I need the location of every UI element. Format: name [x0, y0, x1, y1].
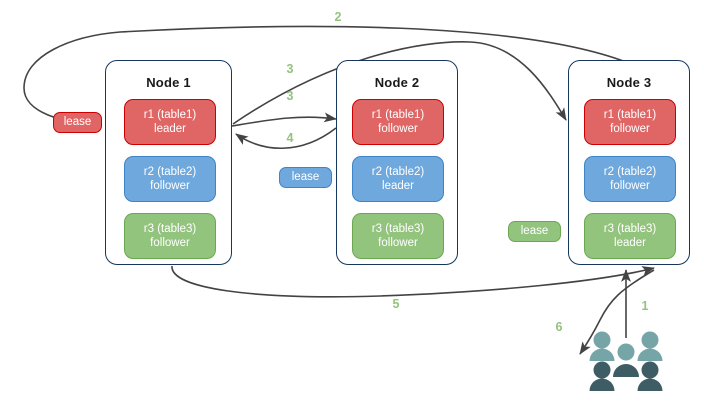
- node-3-replica-r2-name: r2 (table2): [603, 166, 657, 178]
- lease-chip-r3-label: lease: [520, 225, 549, 237]
- edge-step-3-upper: [231, 112, 337, 127]
- step-label-1: 1: [641, 299, 649, 313]
- node-2-replica-r2-name: r2 (table2): [371, 166, 425, 178]
- step-label-6: 6: [555, 320, 563, 334]
- node-3-title: Node 3: [606, 75, 652, 90]
- lease-chip-r3[interactable]: lease: [508, 221, 561, 242]
- node-box-3[interactable]: Node 3 r1 (table1) follower r2 (table2) …: [568, 60, 690, 265]
- node-1-replica-r2[interactable]: r2 (table2) follower: [124, 156, 216, 202]
- node-1-replica-r1-name: r1 (table1): [143, 109, 197, 121]
- node-3-replica-r3[interactable]: r3 (table3) leader: [584, 213, 676, 259]
- node-1-replica-r3-role: follower: [150, 237, 190, 249]
- node-2-replica-r3-name: r3 (table3): [371, 223, 425, 235]
- node-1-title: Node 1: [146, 75, 191, 90]
- node-2-replica-r1-role: follower: [378, 123, 418, 135]
- step-label-4: 4: [286, 131, 294, 145]
- step-label-2: 2: [334, 10, 342, 24]
- lease-chip-r1-label: lease: [63, 116, 92, 128]
- node-2-replica-r1[interactable]: r1 (table1) follower: [352, 99, 444, 145]
- lease-chip-r1[interactable]: lease: [53, 112, 102, 133]
- node-1-replica-r2-role: follower: [150, 180, 190, 192]
- node-1-replica-r1-role: leader: [154, 123, 186, 135]
- node-3-replica-r1-name: r1 (table1): [603, 109, 657, 121]
- node-3-replica-r2[interactable]: r2 (table2) follower: [584, 156, 676, 202]
- lease-chip-r2[interactable]: lease: [279, 167, 332, 188]
- node-3-replica-r1-role: follower: [610, 123, 650, 135]
- node-2-title: Node 2: [374, 75, 420, 90]
- node-1-replica-r3-name: r3 (table3): [143, 223, 197, 235]
- step-label-5: 5: [392, 297, 400, 311]
- step-label-3b: 3: [286, 89, 294, 103]
- node-2-replica-r3-role: follower: [378, 237, 418, 249]
- step-label-3a: 3: [286, 62, 294, 76]
- edge-step-5: [171, 265, 655, 298]
- node-2-replica-r2-role: leader: [382, 180, 414, 192]
- node-2-replica-r1-name: r1 (table1): [371, 109, 425, 121]
- node-2-replica-r3[interactable]: r3 (table3) follower: [352, 213, 444, 259]
- lease-chip-r2-label: lease: [291, 171, 320, 183]
- node-3-replica-r3-name: r3 (table3): [603, 223, 657, 235]
- node-3-replica-r2-role: follower: [610, 180, 650, 192]
- users-icon: [589, 331, 663, 391]
- node-1-replica-r3[interactable]: r3 (table3) follower: [124, 213, 216, 259]
- node-3-replica-r3-role: leader: [614, 237, 646, 249]
- node-1-replica-r1[interactable]: r1 (table1) leader: [124, 99, 216, 145]
- node-2-replica-r2[interactable]: r2 (table2) leader: [352, 156, 444, 202]
- node-3-replica-r1[interactable]: r1 (table1) follower: [584, 99, 676, 145]
- node-box-1[interactable]: Node 1 r1 (table1) leader r2 (table2) fo…: [105, 60, 232, 265]
- node-1-replica-r2-name: r2 (table2): [143, 166, 197, 178]
- node-box-2[interactable]: Node 2 r1 (table1) follower r2 (table2) …: [336, 60, 458, 265]
